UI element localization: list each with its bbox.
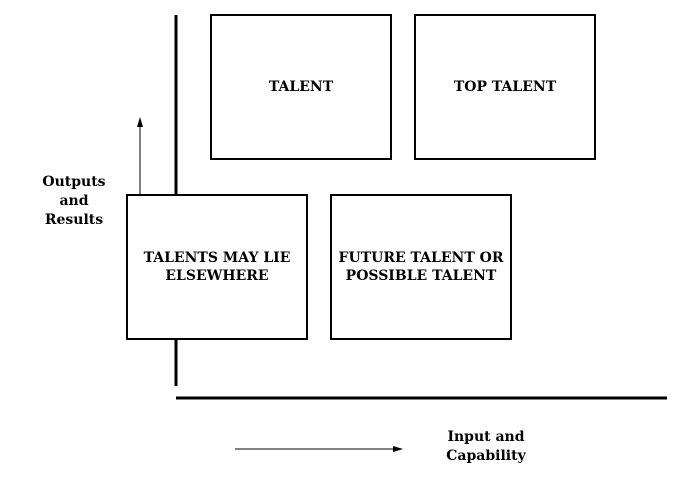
x-axis-label: Input and Capability bbox=[436, 428, 536, 466]
x-axis-label-line2: Capability bbox=[446, 448, 526, 464]
box-future-label-line1: FUTURE TALENT OR bbox=[338, 250, 504, 266]
y-axis-label: Outputs and Results bbox=[34, 173, 114, 230]
box-talent: TALENT bbox=[210, 14, 392, 160]
box-top-talent: TOP TALENT bbox=[414, 14, 596, 160]
box-elsewhere-label-line1: TALENTS MAY LIE bbox=[143, 250, 291, 266]
x-axis-label-line1: Input and bbox=[447, 429, 525, 445]
box-talent-label: TALENT bbox=[268, 79, 334, 95]
box-future-talent: FUTURE TALENT OR POSSIBLE TALENT bbox=[330, 194, 512, 340]
y-axis-label-line3: Results bbox=[44, 212, 104, 228]
box-elsewhere-label-line2: ELSEWHERE bbox=[165, 268, 269, 284]
box-talents-elsewhere: TALENTS MAY LIE ELSEWHERE bbox=[126, 194, 308, 340]
y-axis-label-line2: and bbox=[59, 193, 89, 209]
box-top-talent-label: TOP TALENT bbox=[453, 79, 557, 95]
box-future-label-line2: POSSIBLE TALENT bbox=[345, 268, 497, 284]
y-axis-label-line1: Outputs bbox=[42, 174, 106, 190]
